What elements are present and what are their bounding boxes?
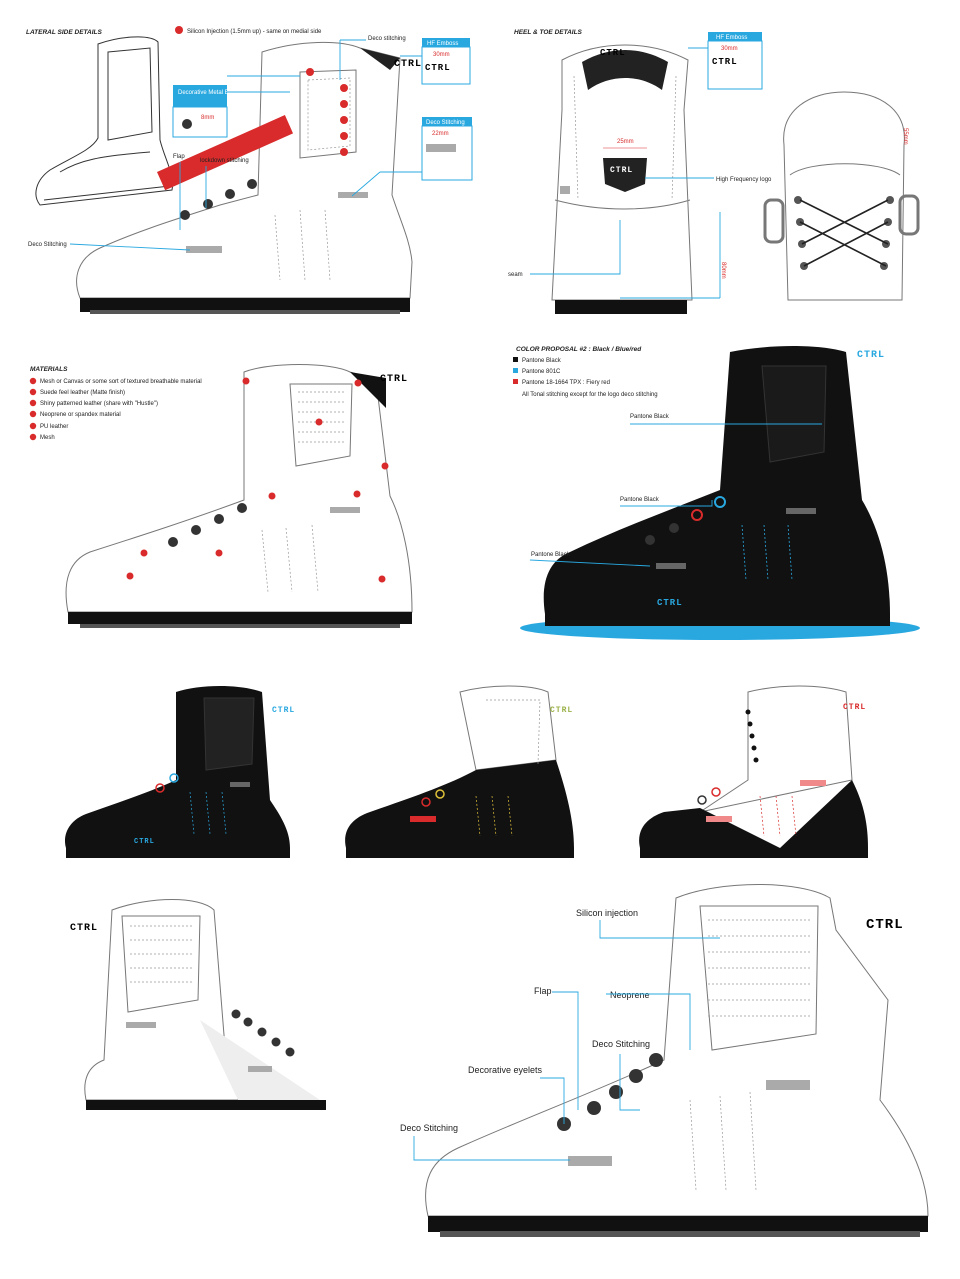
section-title-color-proposal: COLOR PROPOSAL #2 : Black / Blue/red: [516, 346, 642, 353]
svg-text:30mm: 30mm: [433, 52, 450, 58]
lockdown-strap: [156, 115, 294, 191]
final-callout-deco-stitching: Deco Stitching: [592, 1039, 650, 1049]
svg-text:HF Emboss: HF Emboss: [427, 41, 458, 47]
boot-black-proposal: CTRL CTRL: [520, 346, 920, 640]
deco-stitching-box: Deco Stitching 22mm: [421, 117, 473, 181]
final-callout-silicon: Silicon injection: [576, 908, 638, 918]
colorway-white-red: CTRL: [639, 685, 868, 858]
svg-text:Pantone 801C: Pantone 801C: [522, 369, 561, 375]
pantone-swatches: Pantone Black Pantone 801C Pantone 18-16…: [513, 357, 658, 398]
callout-deco-stitching: Deco stitching: [368, 36, 406, 42]
svg-text:All Tonal stitching except for: All Tonal stitching except for the logo …: [522, 392, 658, 398]
svg-text:Decorative Metal Eyelets: Decorative Metal Eyelets: [178, 90, 244, 96]
material-item: Mesh: [40, 435, 55, 441]
svg-text:22mm: 22mm: [432, 131, 449, 137]
svg-text:80mm: 80mm: [720, 262, 726, 279]
boot-heel-view: CTRL CTRL: [551, 44, 693, 314]
hf-logo-badge: [603, 158, 647, 192]
boot-white-small: CTRL: [70, 899, 326, 1110]
final-callout-neoprene: Neoprene: [610, 990, 650, 1000]
decorative-eyelets-box: Decorative Metal Eyelets 8mm: [172, 85, 244, 138]
svg-text:CTRL: CTRL: [712, 57, 738, 67]
svg-text:CTRL: CTRL: [272, 706, 295, 715]
pantone-callout: Pantone Black: [620, 497, 660, 503]
final-callout-deco-stitching-2: Deco Stitching: [400, 1123, 458, 1133]
svg-text:CTRL: CTRL: [380, 374, 408, 385]
svg-text:Pantone Black: Pantone Black: [522, 358, 562, 364]
svg-text:CTRL: CTRL: [866, 917, 904, 933]
callout-deco-stitching-2: Deco Stitching: [28, 242, 67, 248]
material-item: Shiny patterned leather (share with "Hus…: [40, 401, 158, 407]
callout-flap: Flap: [173, 154, 185, 160]
logo-ctrl: CTRL: [394, 59, 422, 70]
callout-seam: seam: [508, 272, 523, 278]
svg-text:CTRL: CTRL: [600, 48, 626, 58]
section-title-materials: MATERIALS: [30, 366, 68, 373]
svg-text:CTRL: CTRL: [70, 923, 98, 934]
callout-silicon-note: Silicon Injection (1.5mm up) - same on m…: [187, 29, 322, 35]
svg-text:Deco Stitching: Deco Stitching: [426, 120, 465, 126]
svg-text:CTRL: CTRL: [610, 166, 633, 175]
final-callout-flap: Flap: [534, 986, 552, 996]
material-item: Neoprene or spandex material: [40, 412, 121, 418]
svg-text:CTRL: CTRL: [857, 350, 885, 361]
material-item: PU leather: [40, 424, 68, 430]
hf-emboss-box: HF Emboss 30mm CTRL: [421, 38, 471, 85]
final-callout-decorative-eyelets: Decorative eyelets: [468, 1065, 543, 1075]
svg-text:30mm: 30mm: [721, 46, 738, 52]
svg-text:HF Emboss: HF Emboss: [716, 35, 747, 41]
boot-white-large: CTRL: [425, 884, 929, 1237]
svg-text:8mm: 8mm: [201, 115, 214, 121]
callout-lockdown: lockdown stitching: [200, 158, 249, 164]
colorway-white-black: CTRL: [345, 685, 574, 858]
materials-list: Mesh or Canvas or some sort of textured …: [29, 377, 202, 441]
svg-text:CTRL: CTRL: [843, 703, 866, 712]
hf-emboss-box-2: HF Emboss 30mm CTRL: [707, 32, 763, 90]
callout-hf-logo: High Frequency logo: [716, 177, 772, 183]
material-item: Suede feel leather (Matte finish): [40, 390, 125, 396]
sketch-boot: [35, 36, 174, 206]
svg-text:CTRL: CTRL: [550, 706, 573, 715]
section-title-heel-toe: HEEL & TOE DETAILS: [514, 29, 583, 36]
section-title-lateral: LATERAL SIDE DETAILS: [26, 29, 103, 36]
svg-text:55mm: 55mm: [902, 128, 908, 145]
svg-text:Pantone 18-1664 TPX : Fiery re: Pantone 18-1664 TPX : Fiery red: [522, 380, 610, 386]
boot-toe-view: [763, 91, 920, 301]
pantone-callout: Pantone Black: [531, 552, 571, 558]
material-item: Mesh or Canvas or some sort of textured …: [40, 379, 202, 385]
colorway-black: CTRL CTRL: [64, 686, 295, 858]
pantone-callout: Pantone Black: [630, 414, 670, 420]
svg-text:CTRL: CTRL: [657, 598, 683, 608]
svg-text:CTRL: CTRL: [425, 63, 451, 73]
boot-lateral-main: CTRL: [76, 41, 422, 314]
svg-text:25mm: 25mm: [617, 139, 634, 145]
svg-text:CTRL: CTRL: [134, 838, 155, 846]
